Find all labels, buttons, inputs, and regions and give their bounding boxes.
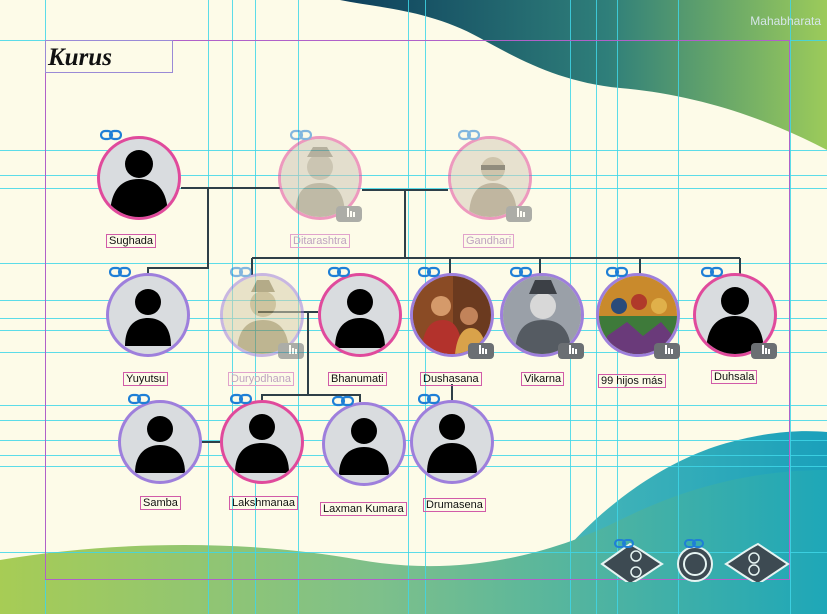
label-yuyutsu: Yuyutsu: [123, 372, 168, 386]
node-drumasena[interactable]: [410, 400, 494, 484]
person-silhouette-icon: [321, 276, 399, 354]
node-duhsala[interactable]: [693, 273, 777, 357]
node-yuyutsu[interactable]: [106, 273, 190, 357]
label-dushasana: Dushasana: [420, 372, 482, 386]
person-silhouette-icon: [413, 403, 491, 481]
person-silhouette-icon: [223, 403, 301, 481]
label-laxman-kumara: Laxman Kumara: [320, 502, 407, 516]
hand-pointer-icon[interactable]: [336, 202, 362, 222]
hand-pointer-icon[interactable]: [506, 202, 532, 222]
label-gandhari: Gandhari: [463, 234, 514, 248]
home-button[interactable]: [674, 538, 720, 584]
person-silhouette-icon: [325, 405, 403, 483]
node-99-hijos[interactable]: [596, 273, 680, 357]
prev-button[interactable]: [600, 538, 664, 582]
link-icon[interactable]: [332, 395, 354, 407]
label-duryodhana: Duryodhana: [228, 372, 294, 386]
link-icon[interactable]: [418, 393, 440, 405]
hand-pointer-icon[interactable]: [468, 339, 494, 359]
node-bhanumati[interactable]: [318, 273, 402, 357]
avatar: [220, 400, 304, 484]
node-duryodhana[interactable]: [220, 273, 304, 357]
link-icon[interactable]: [128, 393, 150, 405]
avatar: [318, 273, 402, 357]
node-laxman-kumara[interactable]: [322, 402, 406, 486]
label-99-hijos: 99 hijos más: [598, 374, 666, 388]
node-ditarashtra[interactable]: [278, 136, 362, 220]
link-icon[interactable]: [100, 129, 122, 141]
node-vikarna[interactable]: [500, 273, 584, 357]
label-duhsala: Duhsala: [711, 370, 757, 384]
hand-pointer-icon[interactable]: [654, 339, 680, 359]
link-icon[interactable]: [418, 266, 440, 278]
avatar: [97, 136, 181, 220]
node-lakshmanaa[interactable]: [220, 400, 304, 484]
label-bhanumati: Bhanumati: [328, 372, 387, 386]
hand-pointer-icon[interactable]: [751, 339, 777, 359]
person-silhouette-icon: [121, 403, 199, 481]
label-drumasena: Drumasena: [423, 498, 486, 512]
hand-pointer-icon[interactable]: [558, 339, 584, 359]
link-icon[interactable]: [290, 129, 312, 141]
link-icon[interactable]: [109, 266, 131, 278]
eye-arrow-right-icon: [726, 544, 788, 582]
avatar: [322, 402, 406, 486]
node-gandhari[interactable]: [448, 136, 532, 220]
avatar: [118, 400, 202, 484]
hand-pointer-icon[interactable]: [278, 339, 304, 359]
label-ditarashtra: Ditarashtra: [290, 234, 350, 248]
person-silhouette-icon: [100, 139, 178, 217]
node-samba[interactable]: [118, 400, 202, 484]
link-icon[interactable]: [701, 266, 723, 278]
link-icon[interactable]: [606, 266, 628, 278]
link-icon[interactable]: [230, 266, 252, 278]
node-sughada[interactable]: [97, 136, 181, 220]
link-icon[interactable]: [230, 393, 252, 405]
link-icon[interactable]: [328, 266, 350, 278]
label-lakshmanaa: Lakshmanaa: [229, 496, 298, 510]
label-sughada: Sughada: [106, 234, 156, 248]
link-icon[interactable]: [510, 266, 532, 278]
person-silhouette-icon: [109, 276, 187, 354]
link-icon[interactable]: [458, 129, 480, 141]
avatar: [106, 273, 190, 357]
label-samba: Samba: [140, 496, 181, 510]
node-dushasana[interactable]: [410, 273, 494, 357]
eye-arrow-left-icon: [602, 544, 662, 582]
label-vikarna: Vikarna: [521, 372, 564, 386]
next-button[interactable]: [724, 538, 790, 582]
avatar: [410, 400, 494, 484]
